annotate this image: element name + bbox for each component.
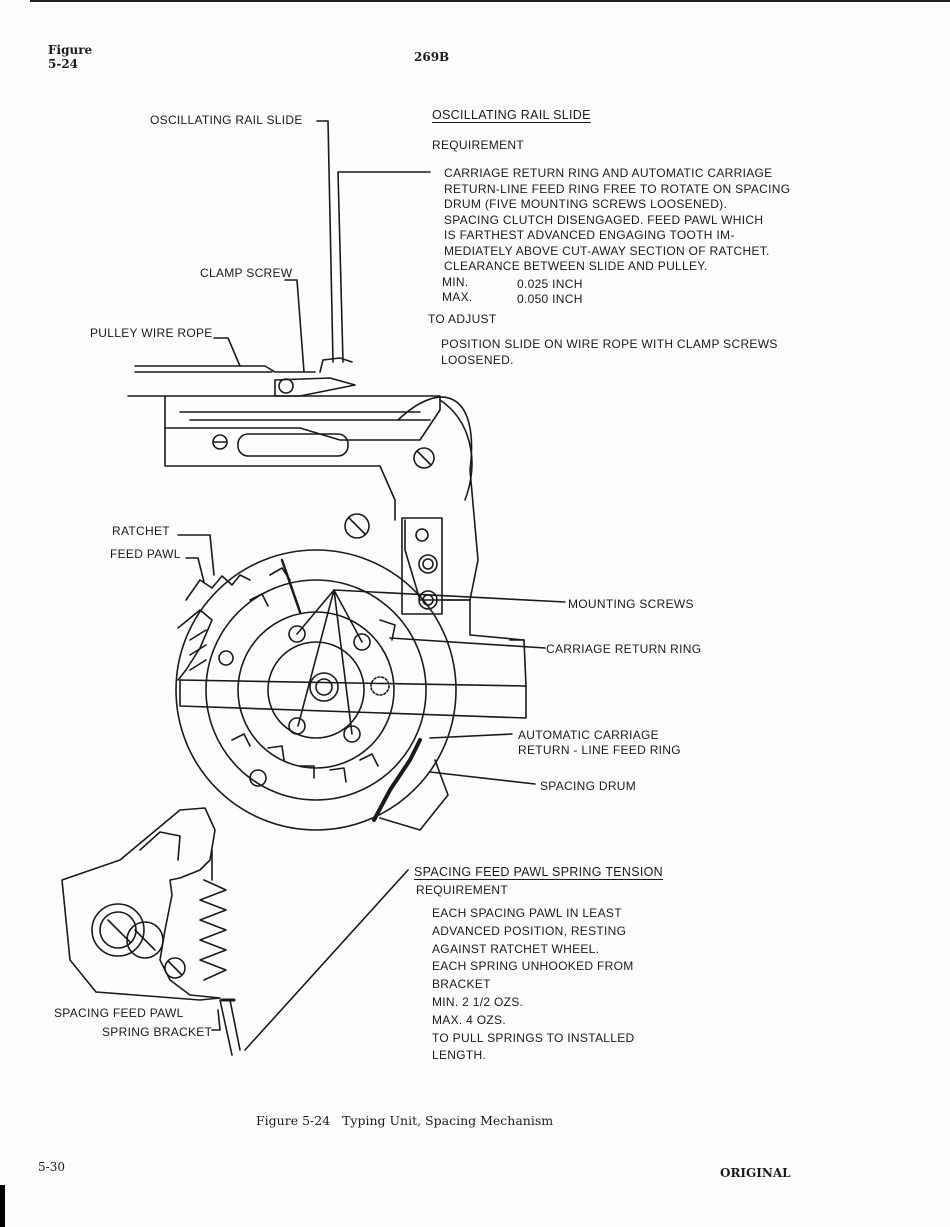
figure-ref: Figure 5-24 [48, 43, 92, 71]
label-mounting-screws: MOUNTING SCREWS [568, 597, 694, 611]
label-ratchet: RATCHET [112, 524, 170, 538]
section1-adjust-heading: TO ADJUST [428, 312, 497, 326]
section1-requirement-line: RETURN-LINE FEED RING FREE TO ROTATE ON … [444, 181, 791, 196]
section2-title: SPACING FEED PAWL SPRING TENSION [414, 865, 663, 879]
section1-min-value: 0.025 INCH [517, 277, 583, 291]
figure-number: 5-24 [48, 57, 79, 71]
label-automatic-carriage-line2: RETURN - LINE FEED RING [518, 743, 681, 757]
section2-line: ADVANCED POSITION, RESTING [432, 923, 627, 938]
section2-block: EACH SPACING PAWL IN LEAST ADVANCED POSI… [432, 905, 634, 1065]
document-status: ORIGINAL [720, 1166, 791, 1180]
section1-requirement-line: IS FARTHEST ADVANCED ENGAGING TOOTH IM- [444, 228, 735, 242]
label-feed-pawl: FEED PAWL [110, 547, 181, 561]
label-automatic-carriage-ring: AUTOMATIC CARRIAGE RETURN - LINE FEED RI… [518, 728, 681, 758]
section2-requirement-heading: REQUIREMENT [416, 883, 508, 897]
label-spacing-feed-pawl: SPACING FEED PAWL [54, 1006, 184, 1020]
section1-title: OSCILLATING RAIL SLIDE [432, 108, 591, 122]
top-edge-rule [30, 0, 950, 2]
label-spacing-drum: SPACING DRUM [540, 779, 637, 793]
section2-line: EACH SPACING PAWL IN LEAST [432, 906, 622, 920]
section1-adjust-line: POSITION SLIDE ON WIRE ROPE WITH CLAMP S… [441, 337, 778, 351]
section1-requirement-line: CARRIAGE RETURN RING AND AUTOMATIC CARRI… [444, 166, 773, 180]
section1-requirement-line: DRUM (FIVE MOUNTING SCREWS LOOSENED). [444, 197, 728, 211]
section1-min-label: MIN. [442, 275, 469, 289]
section2-line: EACH SPRING UNHOOKED FROM [432, 959, 634, 974]
label-automatic-carriage-line1: AUTOMATIC CARRIAGE [518, 728, 659, 742]
label-spring-bracket: SPRING BRACKET [102, 1025, 213, 1039]
figure-label: Figure [48, 43, 93, 57]
section1-adjust-line: LOOSENED. [441, 352, 514, 367]
section2-line: MIN. 2 1/2 OZS. [432, 994, 524, 1009]
margin-bar [0, 1185, 5, 1227]
section2-line: LENGTH. [432, 1048, 487, 1063]
section2-line: AGAINST RATCHET WHEEL. [432, 941, 600, 956]
section2-title-text: SPACING FEED PAWL SPRING TENSION [414, 865, 663, 879]
section1-requirement-block: CARRIAGE RETURN RING AND AUTOMATIC CARRI… [444, 166, 790, 275]
label-carriage-return-ring: CARRIAGE RETURN RING [546, 642, 702, 656]
section1-requirement-line: MEDIATELY ABOVE CUT-AWAY SECTION OF RATC… [444, 243, 770, 258]
section2-line: BRACKET [432, 977, 491, 992]
section1-max-value: 0.050 INCH [517, 292, 583, 306]
section1-title-text: OSCILLATING RAIL SLIDE [432, 108, 591, 122]
section2-line: MAX. 4 OZS. [432, 1012, 506, 1027]
label-clamp-screw: CLAMP SCREW [200, 266, 293, 280]
section1-adjust-block: POSITION SLIDE ON WIRE ROPE WITH CLAMP S… [441, 337, 778, 368]
section1-max-label: MAX. [442, 290, 473, 304]
section1-requirement-heading: REQUIREMENT [432, 138, 524, 152]
section2-line: TO PULL SPRINGS TO INSTALLED [432, 1030, 635, 1045]
section1-requirement-line: SPACING CLUTCH DISENGAGED. FEED PAWL WHI… [444, 212, 764, 227]
label-pulley-wire-rope: PULLEY WIRE ROPE [90, 326, 213, 340]
page-number: 5-30 [38, 1160, 65, 1174]
label-oscillating-rail-slide: OSCILLATING RAIL SLIDE [150, 113, 303, 127]
section1-requirement-line: CLEARANCE BETWEEN SLIDE AND PULLEY. [444, 259, 708, 273]
figure-caption: Figure 5-24 Typing Unit, Spacing Mechani… [256, 1113, 554, 1128]
spec-code: 269B [414, 50, 450, 64]
